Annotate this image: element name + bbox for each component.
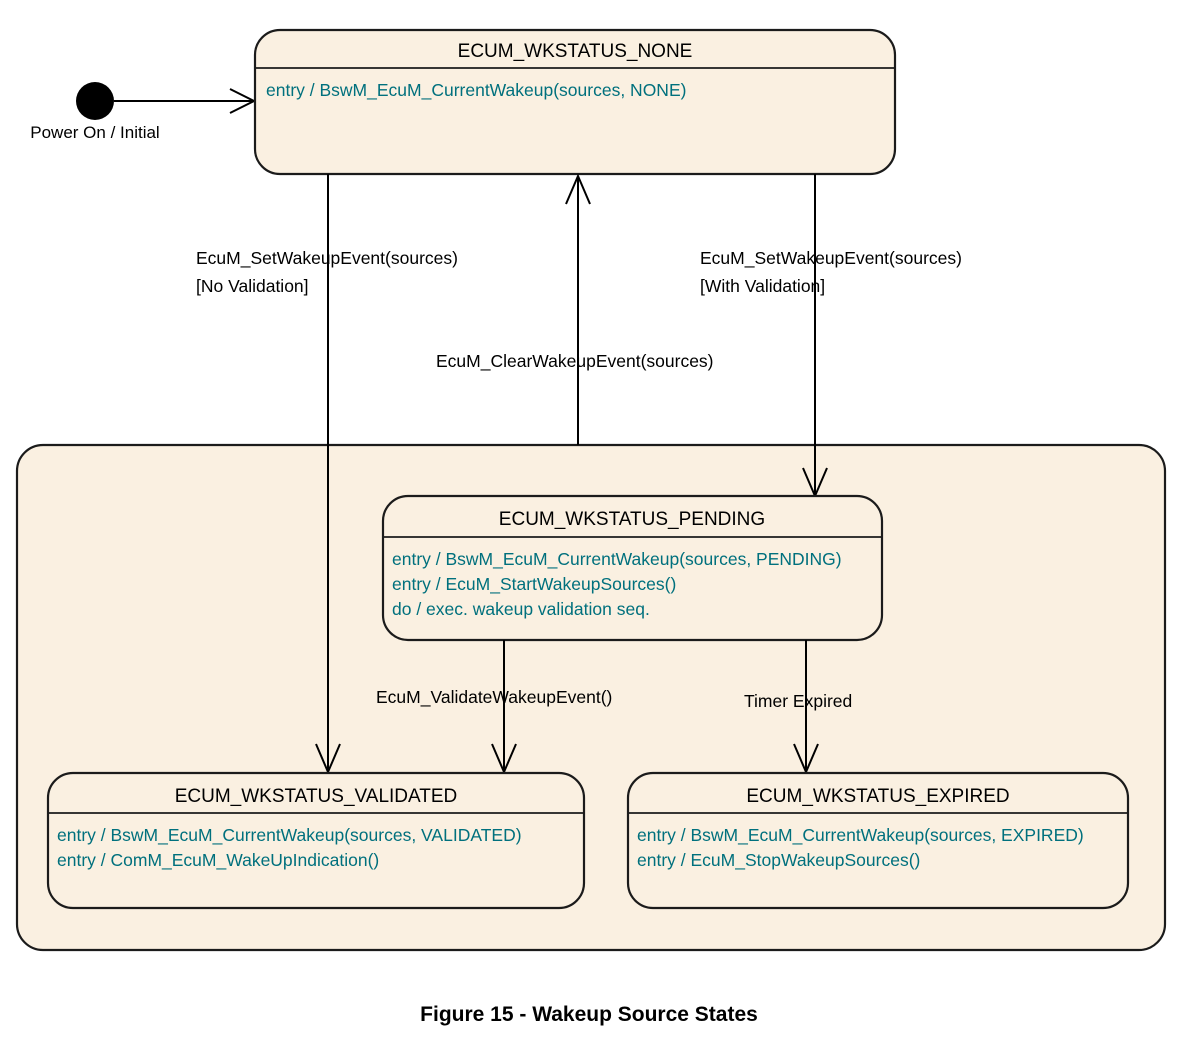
- state-outline: [253, 28, 897, 176]
- state-title: ECUM_WKSTATUS_EXPIRED: [746, 786, 1009, 807]
- state-body-line: entry / BswM_EcuM_CurrentWakeup(sources,…: [637, 825, 1084, 846]
- transition-trigger-label: EcuM_ValidateWakeupEvent(): [376, 687, 612, 708]
- transition-none-to-pending: EcuM_SetWakeupEvent(sources) [With Valid…: [700, 174, 962, 499]
- initial-label: Power On / Initial: [30, 123, 159, 142]
- transition-guard-label: [No Validation]: [196, 276, 309, 296]
- state-outline: [46, 771, 586, 910]
- state-ecum-wkstatus-pending[interactable]: ECUM_WKSTATUS_PENDING entry / BswM_EcuM_…: [381, 494, 884, 642]
- state-body-line: entry / BswM_EcuM_CurrentWakeup(sources,…: [266, 80, 686, 101]
- state-ecum-wkstatus-expired[interactable]: ECUM_WKSTATUS_EXPIRED entry / BswM_EcuM_…: [626, 771, 1130, 910]
- transition-trigger-label: Timer Expired: [744, 691, 852, 711]
- state-title: ECUM_WKSTATUS_PENDING: [499, 509, 765, 530]
- transition-pending-to-expired: Timer Expired: [744, 640, 852, 775]
- initial-pseudostate-icon: [76, 82, 114, 120]
- figure-caption: Figure 15 - Wakeup Source States: [420, 1003, 758, 1026]
- state-ecum-wkstatus-none[interactable]: ECUM_WKSTATUS_NONE entry / BswM_EcuM_Cur…: [253, 28, 897, 176]
- transition-guard-label: [With Validation]: [700, 276, 825, 296]
- state-body-line: entry / BswM_EcuM_CurrentWakeup(sources,…: [392, 549, 842, 570]
- state-body-line: entry / ComM_EcuM_WakeUpIndication(): [57, 850, 379, 871]
- transition-none-to-validated: EcuM_SetWakeupEvent(sources) [No Validat…: [196, 174, 458, 775]
- transition-trigger-label: EcuM_ClearWakeupEvent(sources): [436, 351, 714, 372]
- transition-trigger-label: EcuM_SetWakeupEvent(sources): [700, 248, 962, 269]
- state-title: ECUM_WKSTATUS_VALIDATED: [175, 786, 458, 807]
- arrowhead-icon: [565, 173, 591, 205]
- state-body-line: entry / BswM_EcuM_CurrentWakeup(sources,…: [57, 825, 522, 846]
- state-body-line: do / exec. wakeup validation seq.: [392, 599, 650, 619]
- state-outline: [626, 771, 1130, 910]
- state-title: ECUM_WKSTATUS_NONE: [458, 41, 693, 62]
- state-body-line: entry / EcuM_StopWakeupSources(): [637, 850, 920, 871]
- transition-initial-to-none: Power On / Initial: [30, 82, 257, 142]
- state-body-line: entry / EcuM_StartWakeupSources(): [392, 574, 676, 595]
- transition-region-to-none: EcuM_ClearWakeupEvent(sources): [436, 173, 714, 445]
- state-ecum-wkstatus-validated[interactable]: ECUM_WKSTATUS_VALIDATED entry / BswM_Ecu…: [46, 771, 586, 910]
- state-outline: [381, 494, 884, 642]
- transition-trigger-label: EcuM_SetWakeupEvent(sources): [196, 248, 458, 269]
